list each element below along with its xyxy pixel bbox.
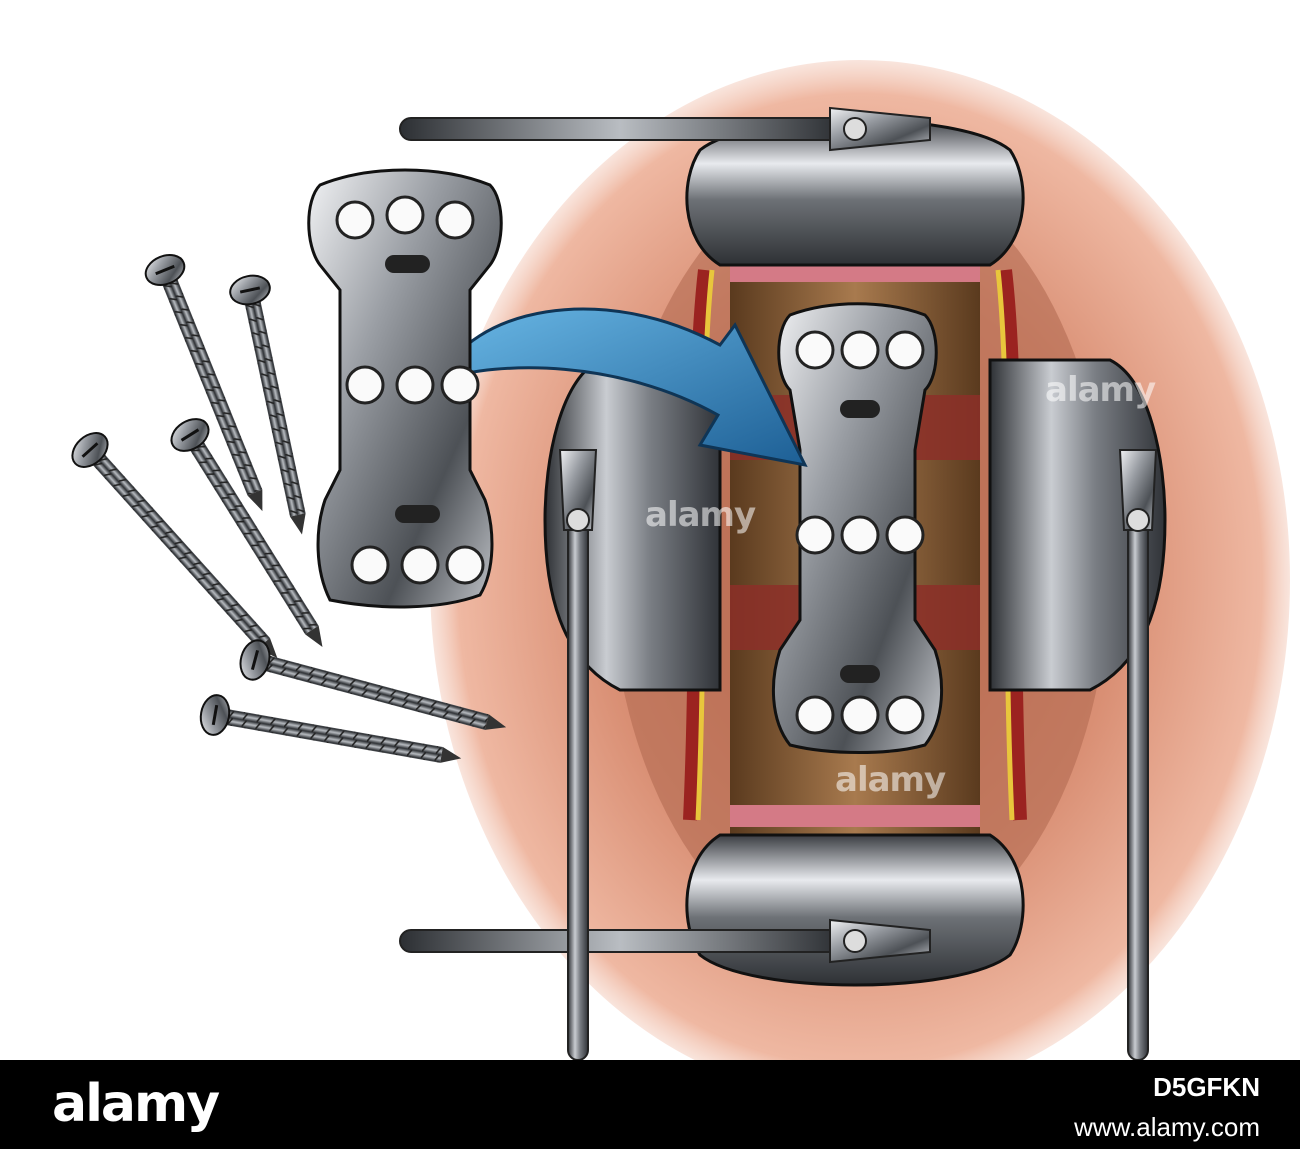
screw (199, 694, 462, 763)
loose-plate (307, 168, 503, 609)
placement-arrow (437, 307, 808, 468)
retractor-rods (399, 106, 1158, 1060)
footer-image-id: D5GFKN (1153, 1072, 1260, 1102)
screw (239, 639, 507, 730)
screw (229, 274, 306, 535)
installed-plate (772, 302, 943, 754)
footer-url: www.alamy.com (1074, 1112, 1260, 1142)
screw (170, 418, 323, 648)
surgical-illustration (71, 60, 1290, 1060)
screws (71, 254, 507, 763)
screw (71, 432, 278, 659)
bottom-retractor-blade (685, 833, 1025, 987)
screw (144, 254, 263, 512)
footer-bar: alamy D5GFKN www.alamy.com (0, 1060, 1300, 1149)
footer-logo: alamy (52, 1074, 220, 1134)
right-retractor-blade (988, 358, 1167, 692)
